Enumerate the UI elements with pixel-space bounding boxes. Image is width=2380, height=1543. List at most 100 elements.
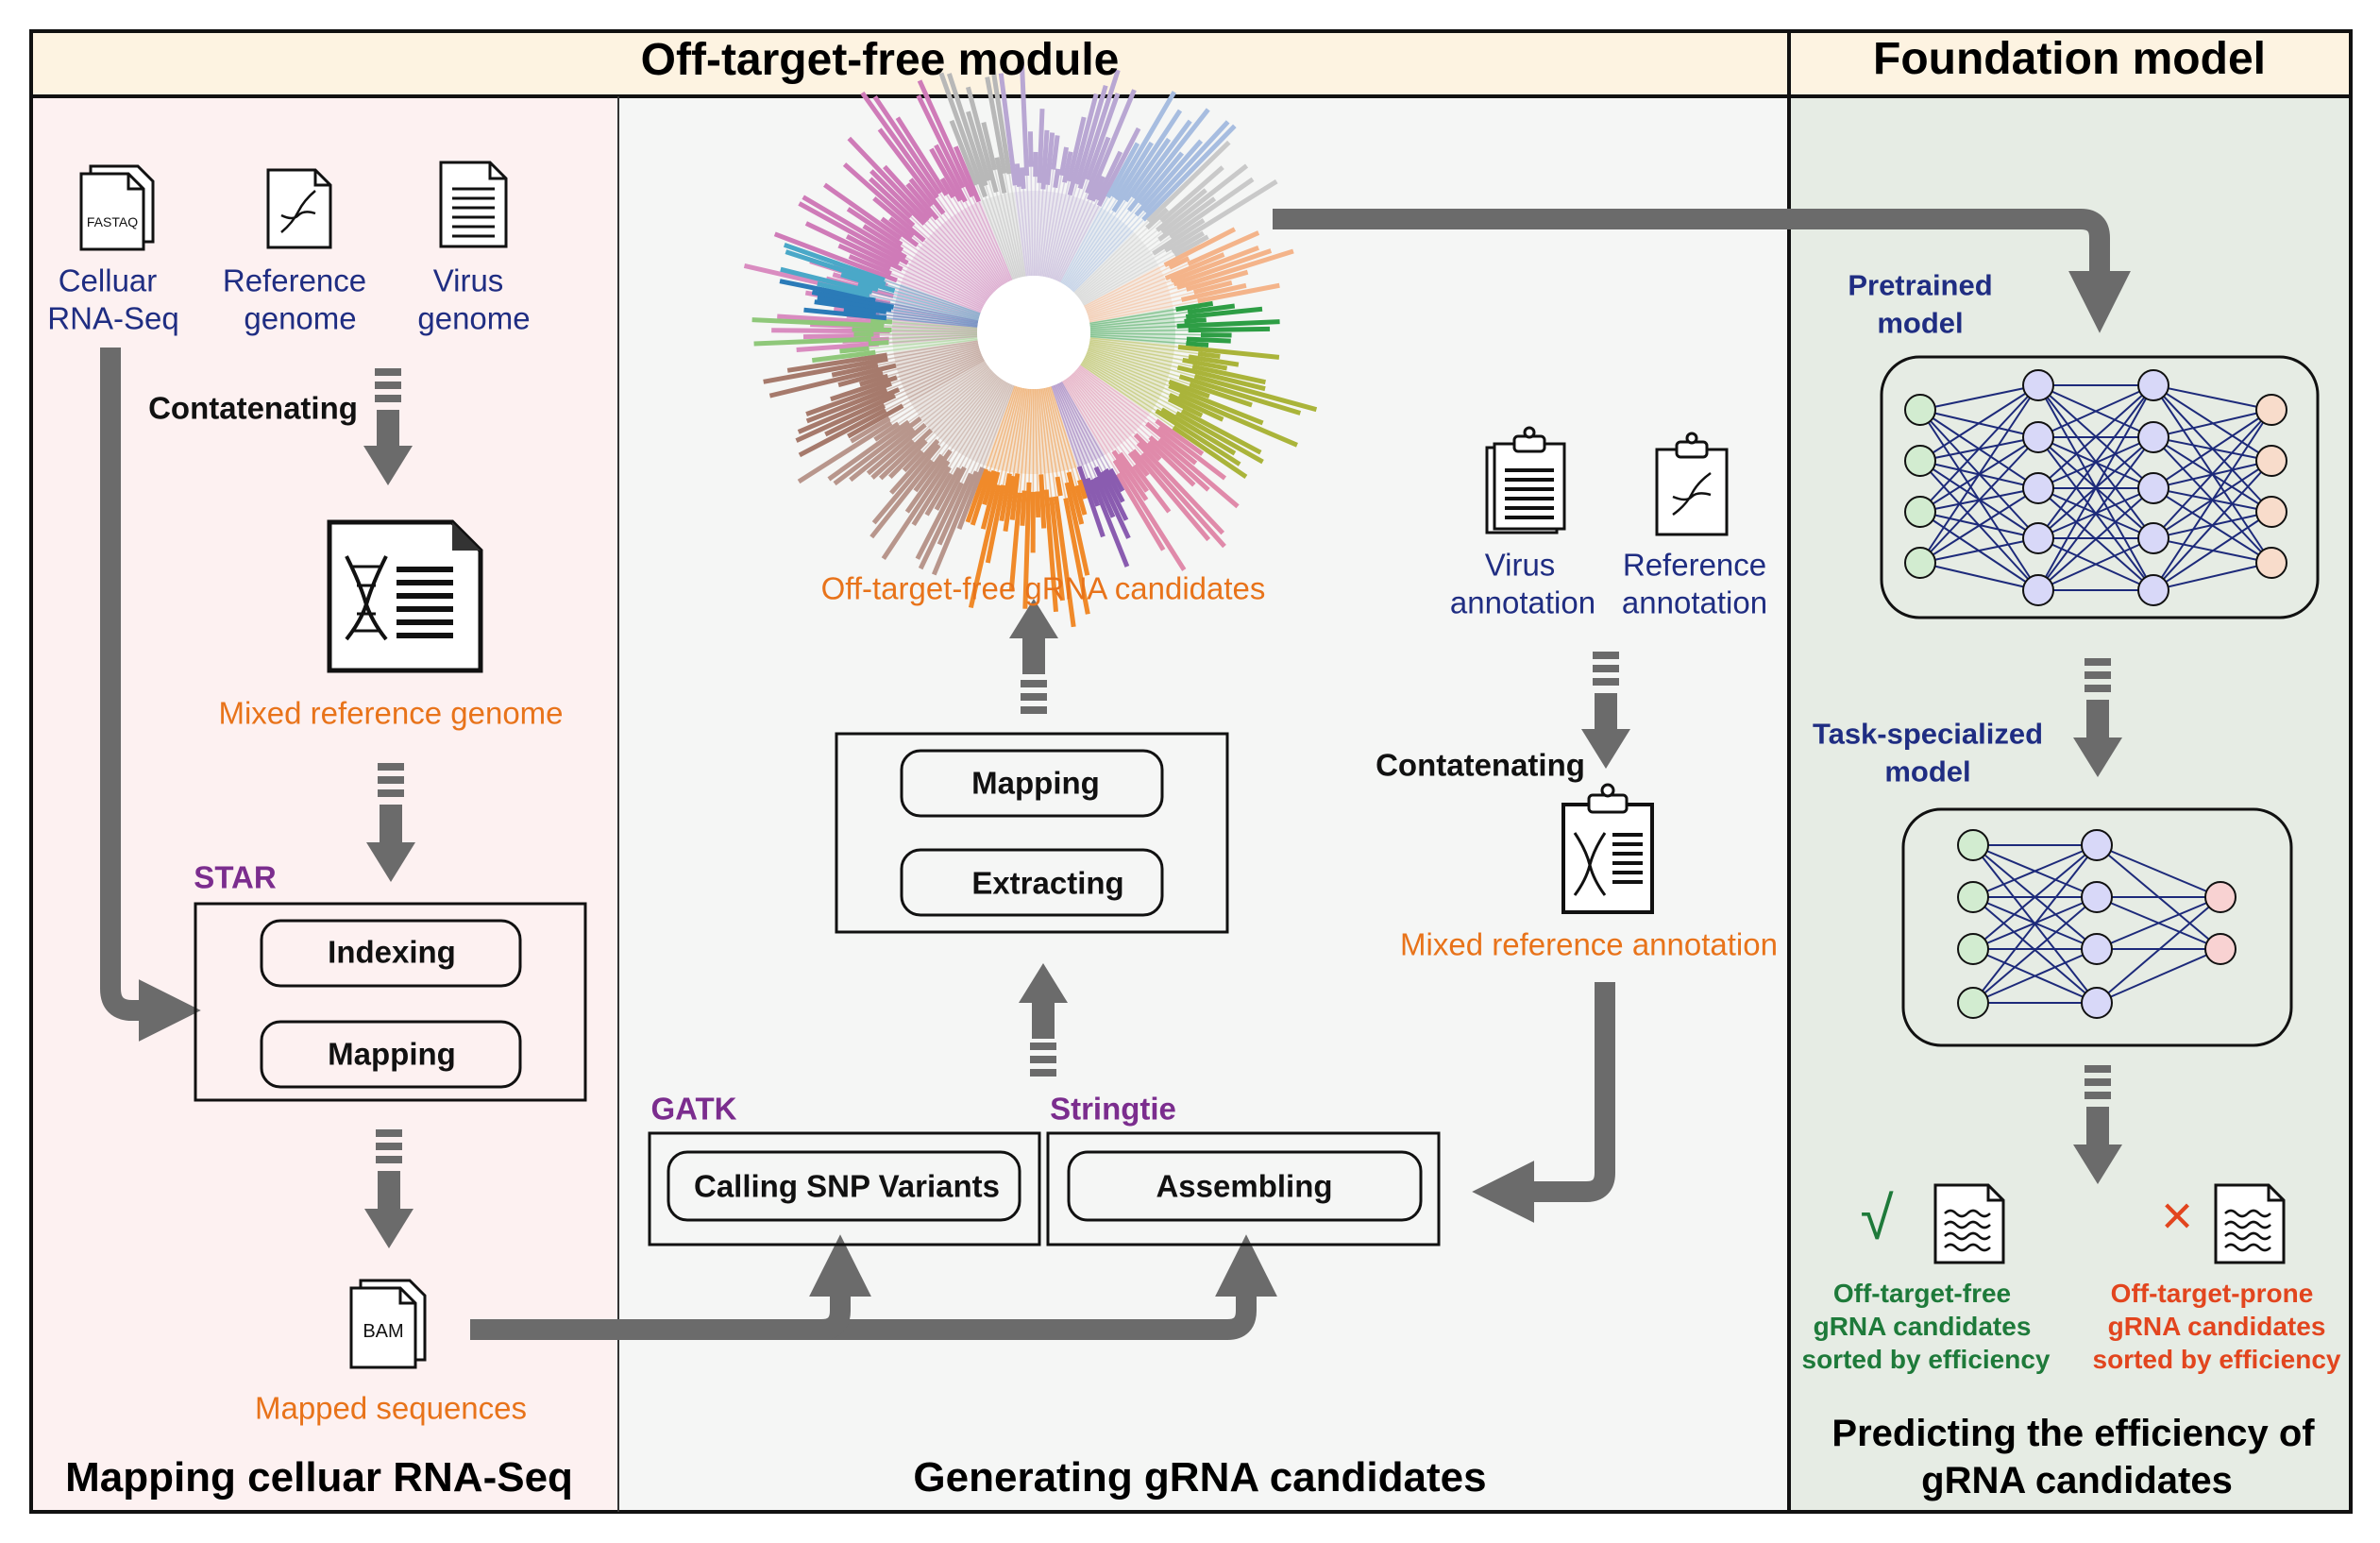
- mapping-extracting-box: [835, 732, 1229, 934]
- tree-branch: [1023, 388, 1032, 491]
- network-edge: [2096, 896, 2221, 950]
- tree-branch: [1042, 175, 1063, 278]
- tree-clade-sector: [892, 283, 981, 346]
- tree-bar: [913, 453, 944, 493]
- tree-bar: [1037, 109, 1045, 183]
- tree-bar: [1085, 477, 1101, 507]
- tree-bar: [869, 177, 913, 219]
- tree-branch: [1074, 227, 1148, 295]
- network-node: [1904, 394, 1936, 426]
- tree-branch: [988, 385, 1018, 472]
- svg-text:BAM: BAM: [363, 1321, 403, 1342]
- network-edge: [1972, 844, 2098, 898]
- tree-branch: [1082, 250, 1173, 305]
- tree-bar: [1187, 303, 1236, 315]
- concat-label: Contatenating: [148, 390, 358, 426]
- tree-branch: [1086, 278, 1167, 312]
- tree-branch: [1065, 200, 1126, 287]
- tree-bar: [1180, 408, 1262, 455]
- network-node: [2255, 547, 2287, 579]
- network-edge: [2037, 384, 2154, 438]
- tree-branch: [1018, 186, 1029, 277]
- tree-branch: [937, 196, 1002, 287]
- tree-bar: [777, 314, 885, 326]
- network-node: [2137, 369, 2169, 401]
- assembling-label: Assembling: [1156, 1168, 1333, 1204]
- tree-bar: [1193, 374, 1318, 413]
- network-edge: [1919, 537, 2039, 564]
- network-edge: [2037, 384, 2154, 539]
- good-result-label: sorted by efficiency: [1801, 1345, 2051, 1374]
- tree-bar: [1155, 408, 1241, 466]
- network-node: [2022, 421, 2054, 453]
- tree-bar: [1182, 357, 1228, 371]
- tree-bar: [905, 182, 939, 221]
- tree-clade-sector: [892, 319, 978, 352]
- assembling-step: [1067, 1150, 1423, 1222]
- annotation-label: Reference: [1622, 547, 1767, 583]
- tree-branch: [1073, 370, 1150, 443]
- input-label: RNA-Seq: [47, 300, 179, 336]
- tree-bar: [1077, 479, 1088, 500]
- network-edge: [2096, 844, 2221, 898]
- tree-bar: [881, 460, 951, 561]
- tree-branch: [1077, 367, 1148, 425]
- tree-bar: [965, 86, 999, 194]
- tree-branch: [1039, 169, 1055, 277]
- tree-branch: [1048, 386, 1078, 486]
- tree-branch: [953, 196, 1005, 284]
- tree-bar: [804, 221, 903, 272]
- tree-branch: [1034, 388, 1038, 492]
- network-node: [2022, 369, 2054, 401]
- tree-branch: [938, 193, 1004, 286]
- tree-bar: [833, 416, 922, 486]
- tree-bar: [817, 281, 870, 298]
- tree-bar: [883, 164, 933, 220]
- network-edge: [1919, 384, 2039, 564]
- tree-bar: [970, 470, 992, 526]
- tree-bar: [915, 466, 967, 560]
- network-node: [1957, 829, 1989, 861]
- tree-branch: [888, 361, 986, 419]
- tree-bar: [1168, 383, 1264, 426]
- tree-branch: [960, 382, 1010, 483]
- tree-bar: [827, 419, 911, 482]
- tree-branch: [1043, 387, 1067, 499]
- tree-branch: [886, 340, 978, 356]
- tool-stringtie: Stringtie: [1050, 1091, 1176, 1127]
- bad-result-label: Off-target-prone: [2110, 1279, 2314, 1308]
- tree-branch: [1083, 254, 1175, 306]
- tree-bar: [1038, 474, 1047, 529]
- tree-bar: [1051, 135, 1060, 170]
- tree-branch: [912, 235, 990, 298]
- tree-bar: [862, 224, 904, 253]
- tree-branch: [1072, 219, 1144, 293]
- tree-bar: [1066, 116, 1087, 182]
- tree-bar: [1169, 177, 1255, 239]
- tree-bar: [1020, 490, 1027, 526]
- tree-bar: [840, 272, 896, 294]
- tree-branch: [1089, 315, 1187, 328]
- tree-bar: [1076, 466, 1106, 538]
- tree-branch: [1068, 376, 1131, 454]
- tree-branch: [869, 295, 979, 321]
- tree-bar: [1172, 425, 1248, 479]
- tree-bar: [763, 356, 888, 384]
- tree-branch: [917, 245, 989, 299]
- network-edge: [2037, 384, 2154, 591]
- pretrained-network-box: [1880, 355, 2320, 619]
- tree-bar: [797, 387, 901, 434]
- network-edge: [2152, 409, 2272, 539]
- dna-document-icon-large: [327, 519, 483, 673]
- dashed-arrow-up: [1019, 963, 1068, 1077]
- tree-bar: [783, 242, 886, 282]
- tree-bar: [911, 466, 952, 527]
- tree-branch: [993, 386, 1020, 471]
- tree-clade-sector: [1062, 365, 1150, 455]
- tree-branch: [893, 295, 980, 319]
- tree-branch: [901, 244, 987, 302]
- mapping-step-2: [900, 749, 1164, 818]
- tree-branch: [1004, 173, 1024, 278]
- tree-branch: [887, 348, 980, 377]
- tree-branch: [998, 387, 1022, 485]
